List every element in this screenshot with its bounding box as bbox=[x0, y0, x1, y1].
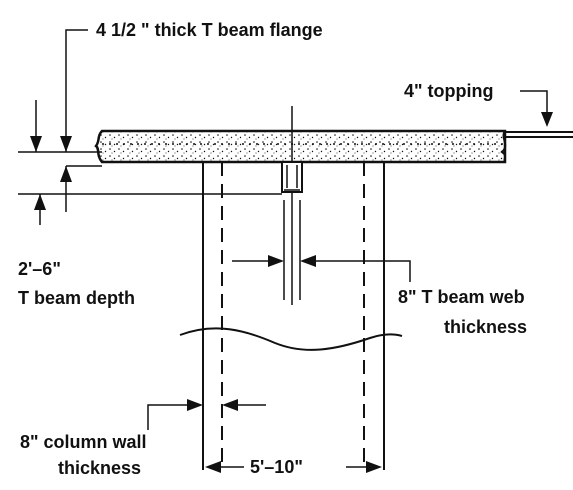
depth-text-label: T beam depth bbox=[18, 288, 135, 308]
wall-dimension bbox=[147, 399, 266, 430]
wall-text-label: thickness bbox=[58, 458, 141, 478]
flange-label: 4 1/2 " thick T beam flange bbox=[96, 20, 323, 40]
column-break-line bbox=[179, 327, 403, 351]
t-beam-web bbox=[281, 161, 303, 193]
span-dimension bbox=[205, 461, 382, 473]
topping-label: 4" topping bbox=[404, 81, 494, 101]
web-text-label: thickness bbox=[444, 317, 527, 337]
flange-dimension bbox=[60, 29, 102, 212]
depth-dimension bbox=[18, 100, 282, 225]
span-label: 5'–10" bbox=[250, 457, 303, 477]
column-walls bbox=[202, 162, 385, 470]
slab-flange bbox=[94, 129, 507, 164]
depth-value-label: 2'–6" bbox=[18, 259, 61, 279]
wall-value-label: 8" column wall bbox=[20, 432, 147, 452]
topping-leader bbox=[520, 90, 553, 127]
topping-extension bbox=[505, 131, 573, 138]
web-dimension bbox=[232, 200, 411, 300]
web-value-label: 8" T beam web bbox=[398, 287, 525, 307]
